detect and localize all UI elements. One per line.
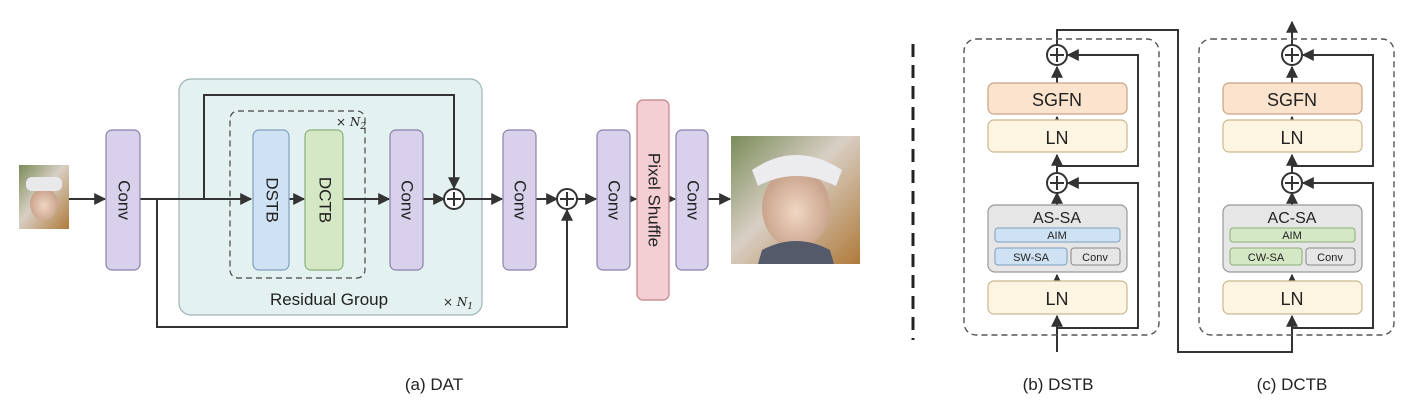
dctb-conv-small-label: Conv — [1317, 252, 1343, 264]
dctb-cw-sa-block — [1229, 247, 1303, 266]
dctb-attention-block: AC-SA AIM CW-SA Conv — [1222, 204, 1363, 273]
n2-dashed-box — [229, 110, 366, 279]
dctb-label: DCTB — [316, 177, 335, 223]
dstb-sgfn-label: SGFN — [1032, 90, 1082, 110]
dctb-ln-label-bottom: LN — [1280, 289, 1303, 309]
dctb-cw-sa-label: CW-SA — [1248, 252, 1285, 264]
svg-text:× N2: × N2 — [336, 115, 366, 132]
dctb-ln-label-top: LN — [1280, 128, 1303, 148]
dstb-add-node-top — [1046, 44, 1068, 66]
dstb-aim-block — [994, 227, 1121, 243]
dctb-ln-block-top: LN — [1222, 119, 1363, 153]
residual-group-label: Residual Group — [270, 290, 388, 309]
dstb-add-node-mid — [1046, 172, 1068, 194]
conv-block-4: Conv — [596, 129, 631, 271]
conv-label-5: Conv — [684, 180, 703, 220]
dctb-attention-label: AC-SA — [1268, 210, 1317, 227]
n1-label: × N1 — [443, 295, 473, 312]
n1-subscript: 1 — [467, 302, 473, 312]
dctb-sgfn-label: SGFN — [1267, 90, 1317, 110]
conv-label-3: Conv — [511, 180, 530, 220]
dstb-ln-label-top: LN — [1045, 128, 1068, 148]
dstb-label: DSTB — [263, 177, 282, 222]
dctb-sgfn-block: SGFN — [1222, 82, 1363, 115]
dstb-ln-block-top: LN — [987, 119, 1128, 153]
pixel-shuffle-label: Pixel Shuffle — [645, 153, 664, 247]
dctb-panel: SGFN LN AC-SA AIM CW-SA Conv LN (c) DCTB — [1198, 38, 1395, 394]
dstb-sw-sa-block — [994, 247, 1068, 266]
dctb-block: DCTB — [304, 129, 344, 271]
transformer-blocks-connectors — [1051, 20, 1374, 353]
dctb-dashed-box — [1198, 38, 1395, 336]
dstb-aim-label: AIM — [1047, 230, 1067, 242]
n2-label: × N2 — [336, 115, 366, 132]
n1-text: × N — [443, 295, 468, 309]
n2-subscript: 2 — [359, 122, 366, 132]
dstb-caption: (b) DSTB — [1023, 375, 1094, 394]
input-image — [19, 165, 69, 229]
dctb-aim-label: AIM — [1282, 230, 1302, 242]
dctb-add-node-mid — [1281, 172, 1303, 194]
dstb-panel: SGFN LN AS-SA AIM SW-SA Conv LN (b) DSTB — [963, 38, 1160, 394]
conv-block-2: Conv — [389, 129, 424, 271]
dstb-dashed-box — [963, 38, 1160, 336]
dstb-conv-small-label: Conv — [1082, 252, 1108, 264]
dctb-ln-block-bottom: LN — [1222, 280, 1363, 315]
output-image — [731, 136, 860, 264]
dstb-sgfn-block: SGFN — [987, 82, 1128, 115]
dctb-conv-small-block — [1305, 247, 1356, 266]
dat-panel: Conv DSTB DCTB Conv Conv Conv Pi — [19, 78, 860, 394]
dstb-ln-label-bottom: LN — [1045, 289, 1068, 309]
dat-connectors — [69, 94, 732, 328]
dstb-sw-sa-label: SW-SA — [1013, 252, 1050, 264]
dat-caption: (a) DAT — [405, 375, 463, 394]
dctb-caption: (c) DCTB — [1257, 375, 1328, 394]
dat-add-node-2 — [556, 188, 578, 210]
dstb-block: DSTB — [252, 129, 290, 271]
conv-label-1: Conv — [115, 180, 134, 220]
conv-label-4: Conv — [605, 180, 624, 220]
pixel-shuffle-block: Pixel Shuffle — [636, 99, 670, 301]
dstb-conv-small-block — [1070, 247, 1121, 266]
dstb-attention-block: AS-SA AIM SW-SA Conv — [987, 204, 1128, 273]
conv-label-2: Conv — [398, 180, 417, 220]
dstb-ln-block-bottom: LN — [987, 280, 1128, 315]
svg-text:× N1: × N1 — [443, 295, 473, 312]
dctb-add-node-top — [1281, 44, 1303, 66]
dat-add-node-1 — [443, 188, 465, 210]
dstb-attention-label: AS-SA — [1033, 210, 1081, 227]
conv-block-3: Conv — [502, 129, 537, 271]
conv-block-1: Conv — [105, 129, 141, 271]
n2-text: × N — [336, 115, 361, 129]
dctb-aim-block — [1229, 227, 1356, 243]
conv-block-5: Conv — [675, 129, 709, 271]
